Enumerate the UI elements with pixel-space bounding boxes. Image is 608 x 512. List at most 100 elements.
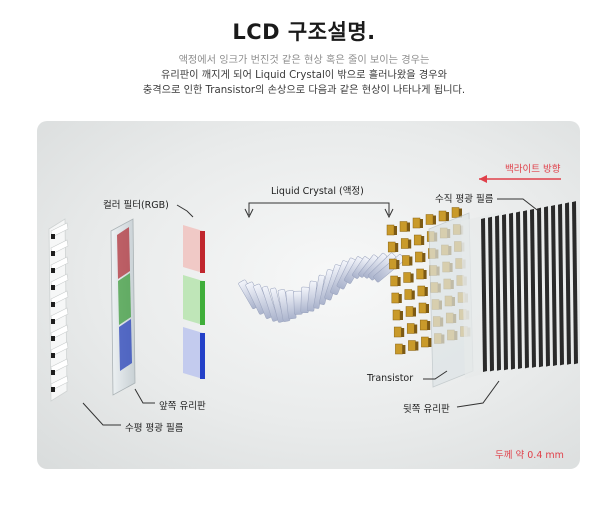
front-glass-panel [110,218,136,396]
vertical-polarizer-slat [537,207,543,368]
transistor-cell-side [433,215,436,225]
description-line-3: 충격으로 인한 Transistor의 손상으로 다음과 같은 현상이 나타나게… [142,85,466,96]
annotation-lines [82,198,542,426]
transistor-cell [387,241,396,253]
polarizer-slat-edge [51,251,55,256]
vertical-polarizer-slat [558,203,564,366]
filter-blue [200,333,205,379]
transistor-cell [425,214,434,225]
transistor-cell-side [428,338,432,347]
transistor-cell-side [424,287,428,296]
polarizer-slat-edge [51,387,55,392]
vertical-polarizer-slat [523,210,529,369]
label-front-glass: 앞쪽 유리판 [159,401,206,412]
transistor-cell-side [408,239,412,249]
transistor-cell-side [402,345,406,354]
vertical-polarizer-film [461,201,578,379]
filter-green [200,281,205,325]
vertical-polarizer-slat [495,215,501,371]
transistor-cell [392,309,401,321]
vertical-polarizer-slat [530,208,536,368]
transistor-cell-side [423,270,427,279]
transistor-cell [406,323,415,334]
transistor-cell-side [410,273,414,283]
polarizer-slat-edge [51,319,55,324]
transistor-cell [451,207,460,218]
transistor-cell-side [394,226,397,235]
transistor-cell [421,336,429,348]
polarizer-slat-edge [51,370,55,375]
polarizer-slat-edge [51,268,55,273]
description-line-2: 유리판이 깨지게 되어 Liquid Crystal이 밖으로 흘러나왔을 경우… [161,70,447,81]
transistor-cell [400,238,409,249]
transistor-cell [399,221,408,232]
liquid-crystal-molecule [261,285,279,322]
horizontal-polarizer-film [48,218,69,402]
transistor-cell [391,292,400,304]
transistor-cell-side [411,290,415,300]
transistor-cell-side [413,307,416,317]
transistor-cell-side [397,277,401,286]
rgb-color-filter [183,225,205,379]
transistor-cell [386,224,395,236]
transistor-cell-side [459,208,462,218]
vertical-polarizer-slat [509,212,515,370]
transistor-cell-side [422,253,426,262]
transistor-cell [405,306,414,317]
transistor-cell-side [427,321,431,330]
description-line-1: 액정에서 잉크가 번진것 같은 현상 혹은 줄이 보이는 경우는 [178,55,430,66]
transistor-cell [419,319,428,331]
label-horizontal-polarizer: 수평 평광 필름 [125,423,184,434]
filter-red [200,231,205,273]
backlight-arrow-icon [479,175,561,183]
transistor-cell [403,272,411,283]
label-vertical-polarizer: 수직 평광 필름 [435,194,494,205]
transistor-cell-side [420,219,423,228]
transistor-cell-side [415,341,419,351]
liquid-crystal-molecule [270,287,284,323]
transistor-cell [393,326,402,338]
transistor-cell-side [407,222,410,232]
label-backlight-direction: 백라이트 방향 [505,164,561,175]
label-color-filter: 컬러 필터(RGB) [103,200,169,211]
transistor-cell [402,255,410,266]
transistor-cell [395,343,403,355]
transistor-cell-side [400,311,403,320]
transistor-cell [404,289,413,300]
vertical-polarizer-slat [516,211,522,369]
label-rear-glass: 뒷쪽 유리판 [403,404,450,415]
transistor-cell [418,302,427,314]
transistor-cell [438,210,447,222]
polarizer-slat-edge [51,353,55,358]
transistor-cell [390,275,398,287]
transistor-cell [408,340,416,351]
polarizer-slat-edge [51,234,55,239]
label-transistor: Transistor [367,373,414,384]
transistor-cell [412,217,421,229]
transistor-cell-side [414,324,418,334]
transistor-cell [413,234,422,246]
polarizer-slat-edge [51,302,55,307]
transistor-cell-side [421,236,425,245]
label-liquid-crystal: Liquid Crystal (액정) [271,186,364,197]
vertical-polarizer-slat [481,218,487,372]
transistor-cell-side [401,328,405,337]
transistor-cell [415,251,423,263]
transistor-cell [416,268,424,280]
transistor-cell-side [426,304,429,313]
label-thickness: 두께 약 0.4 mm [495,450,564,461]
diagram-graphics [48,175,578,426]
polarizer-slat-edge [51,285,55,290]
lcd-structure-diagram: 백라이트 방향 수직 평광 필름 Liquid Crystal (액정) 컬러 … [37,121,580,469]
vertical-polarizer-slat [572,201,578,365]
transistor-cell [389,258,397,270]
transistor-cell-side [446,212,449,221]
transistor-cell-side [409,256,413,266]
vertical-polarizer-slat [551,205,557,366]
polarizer-slat-edge [51,336,55,341]
vertical-polarizer-slat [544,206,550,367]
liquid-crystal-ribbon [238,252,405,323]
vertical-polarizer-slat [488,216,494,372]
transistor-cell-side [395,243,399,252]
vertical-polarizer-slat [502,214,508,371]
